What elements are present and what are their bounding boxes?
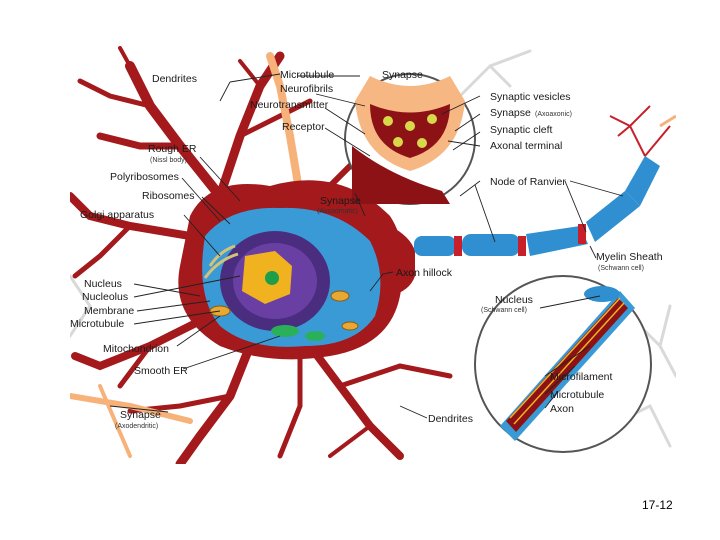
label-synapse-axosomatic-sub: (Axosomatic) <box>317 208 358 215</box>
nucleolus-core <box>265 271 279 285</box>
label-microtubule: Microtubule <box>280 69 334 81</box>
label-microfilament: Microfilament <box>550 371 613 383</box>
label-polyribosomes: Polyribosomes <box>110 171 179 183</box>
label-synapse-axodendritic-sub: (Axodendritic) <box>115 423 158 430</box>
label-nucleus-schwann-sub: (Schwann cell) <box>481 307 527 314</box>
label-receptor: Receptor <box>282 121 325 133</box>
label-synapse-axosomatic: Synapse <box>320 195 361 207</box>
label-axon: Axon <box>550 403 574 415</box>
post-synaptic-region <box>352 146 450 204</box>
label-mitochondrion: Mitochondrion <box>103 343 169 355</box>
label-ribosomes: Ribosomes <box>142 190 195 202</box>
label-rough-er-sub: (Nissl body) <box>150 157 187 164</box>
schwann-nucleus-shape <box>584 286 620 302</box>
leader-lines <box>109 73 624 419</box>
label-dendrites-top: Dendrites <box>152 73 197 85</box>
label-neurofibrils: Neurofibrils <box>280 83 333 95</box>
smooth-er-shapes <box>271 325 325 341</box>
label-synapse-axodendritic: Synapse <box>120 409 161 421</box>
terminal-light-branch <box>659 114 676 128</box>
label-rough-er: Rough ER <box>148 143 197 155</box>
microtubule-line <box>513 302 625 425</box>
label-nucleus: Nucleus <box>84 278 122 290</box>
synapse-inset <box>344 73 476 205</box>
axon-terminal-branches <box>609 105 671 157</box>
label-myelin-sheath: Myelin Sheath <box>596 251 663 263</box>
label-nucleolus: Nucleolus <box>82 291 128 303</box>
label-membrane: Membrane <box>84 305 134 317</box>
label-node-of-ranvier: Node of Ranvier <box>490 176 566 188</box>
label-synapse-top: Synapse <box>382 69 423 81</box>
label-synaptic-cleft: Synaptic cleft <box>490 124 553 136</box>
label-axonal-terminal: Axonal terminal <box>490 140 562 152</box>
axon-hillock-shape <box>390 226 415 296</box>
label-neurotransmitter: Neurotransmitter <box>250 99 329 111</box>
label-microtubule-left: Microtubule <box>70 318 124 330</box>
label-synaptic-vesicles: Synaptic vesicles <box>490 91 571 103</box>
neuron-diagram: Dendrites Microtubule Neurofibrils Neuro… <box>70 46 676 464</box>
label-synapse-axoaxonic-sub: (Axoaxonic) <box>535 111 572 118</box>
label-myelin-sheath-sub: (Schwann cell) <box>598 265 644 272</box>
light-dendrites <box>70 52 304 458</box>
microfilament-line <box>509 297 621 419</box>
label-microtubule-inset: Microtubule <box>550 389 604 401</box>
label-nucleus-schwann: Nucleus <box>495 294 533 306</box>
label-golgi-apparatus: Golgi apparatus <box>80 209 154 221</box>
label-smooth-er: Smooth ER <box>134 365 188 377</box>
axon-segments <box>414 156 660 256</box>
label-dendrites-bottom: Dendrites <box>428 413 473 425</box>
neuron-illustration: Dendrites Microtubule Neurofibrils Neuro… <box>70 46 676 464</box>
golgi-apparatus-shape <box>203 244 239 279</box>
label-axon-hillock: Axon hillock <box>396 267 453 279</box>
synaptic-vesicle-dots <box>383 114 437 148</box>
diagram-labels: Dendrites Microtubule Neurofibrils Neuro… <box>70 69 663 430</box>
slide-number: 17-12 <box>642 498 673 512</box>
label-synapse-axoaxonic: Synapse <box>490 107 531 119</box>
